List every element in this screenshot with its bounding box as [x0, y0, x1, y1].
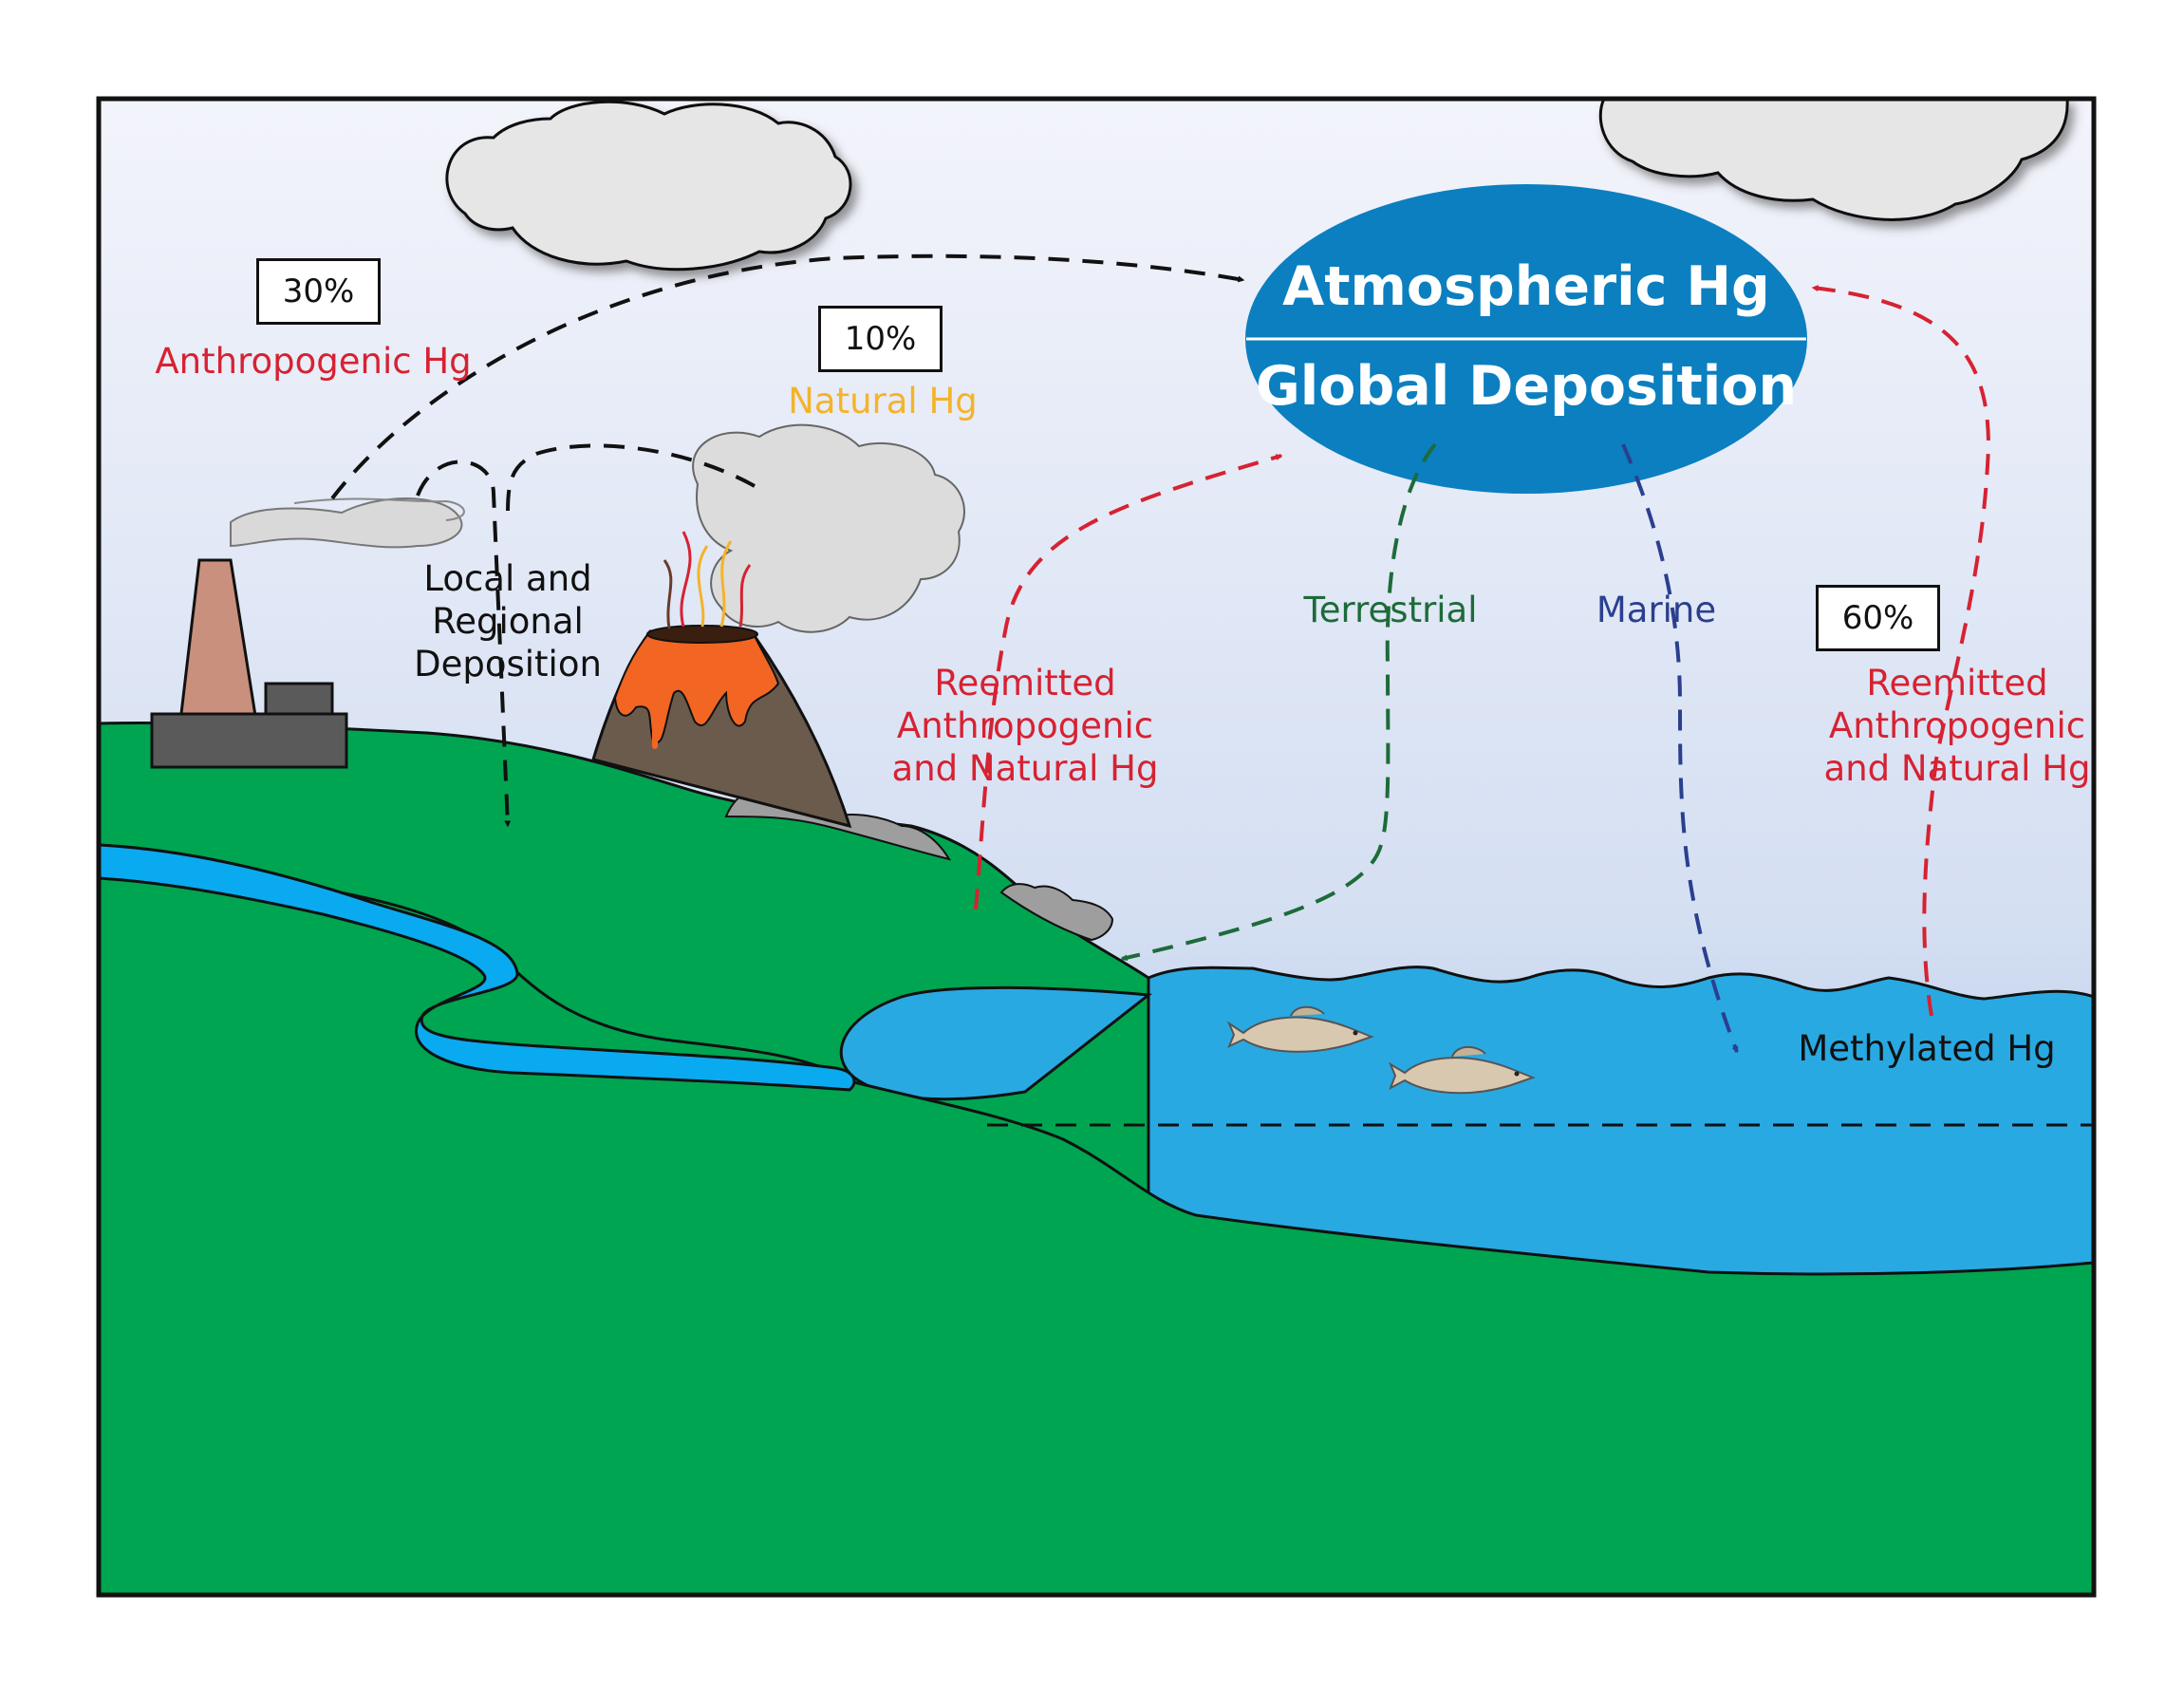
reemitted-line: Reemitted	[934, 663, 1116, 703]
cloud-icon	[445, 100, 852, 272]
river	[99, 843, 856, 1092]
reemission-arrow-land	[974, 454, 1283, 910]
anthropogenic-percent: 30%	[282, 272, 355, 310]
local-regional-deposition-label: Local and Regional Deposition	[384, 557, 631, 685]
local-deposition-line: Regional	[432, 601, 584, 643]
anthropogenic-emission-arrow	[330, 253, 1245, 500]
marine-deposition-arrow	[1621, 443, 1739, 1054]
reemitted-label-land: Reemitted Anthropogenic and Natural Hg	[883, 662, 1167, 790]
anthropogenic-percent-box: 30%	[256, 258, 381, 325]
natural-label: Natural Hg	[788, 381, 978, 422]
frame	[96, 96, 2097, 1598]
reemitted-label-ocean: Reemitted Anthropogenic and Natural Hg	[1815, 662, 2100, 790]
cloud-icon	[1598, 99, 2069, 221]
methylated-hg-label: Methylated Hg	[1798, 1028, 2056, 1069]
reemitted-line: Reemitted	[1866, 663, 2048, 703]
terrestrial-deposition-arrow	[1120, 442, 1437, 962]
fish-icon	[1226, 1005, 1374, 1053]
natural-percent: 10%	[844, 320, 917, 358]
reemitted-line: Anthropogenic	[1828, 705, 2086, 747]
reemitted-percent-box: 60%	[1816, 585, 1940, 651]
reemitted-line: and Natural Hg	[891, 748, 1159, 790]
rocks	[999, 883, 1114, 942]
fish-icon	[1388, 1045, 1536, 1095]
local-deposition-line: Deposition	[414, 644, 602, 685]
atmospheric-hg-label: Atmospheric Hg	[1282, 255, 1770, 318]
anthropogenic-label: Anthropogenic Hg	[155, 341, 472, 382]
reemitted-line: and Natural Hg	[1823, 748, 2091, 790]
local-deposition-arrow	[416, 460, 512, 828]
reemitted-line: Anthropogenic	[896, 705, 1154, 747]
reemitted-percent: 60%	[1841, 599, 1914, 637]
terrestrial-label: Terrestrial	[1303, 590, 1478, 630]
global-deposition-label: Global Deposition	[1255, 355, 1798, 418]
ocean-inlet	[839, 985, 1152, 1101]
marine-label: Marine	[1596, 590, 1717, 630]
factory-icon	[150, 497, 465, 769]
reemission-arrow-ocean	[1811, 285, 1991, 1017]
natural-percent-box: 10%	[818, 306, 943, 372]
atmospheric-hg-ellipse	[1245, 184, 1807, 494]
local-deposition-line: Local and	[423, 558, 592, 599]
volcano-icon	[591, 423, 965, 829]
